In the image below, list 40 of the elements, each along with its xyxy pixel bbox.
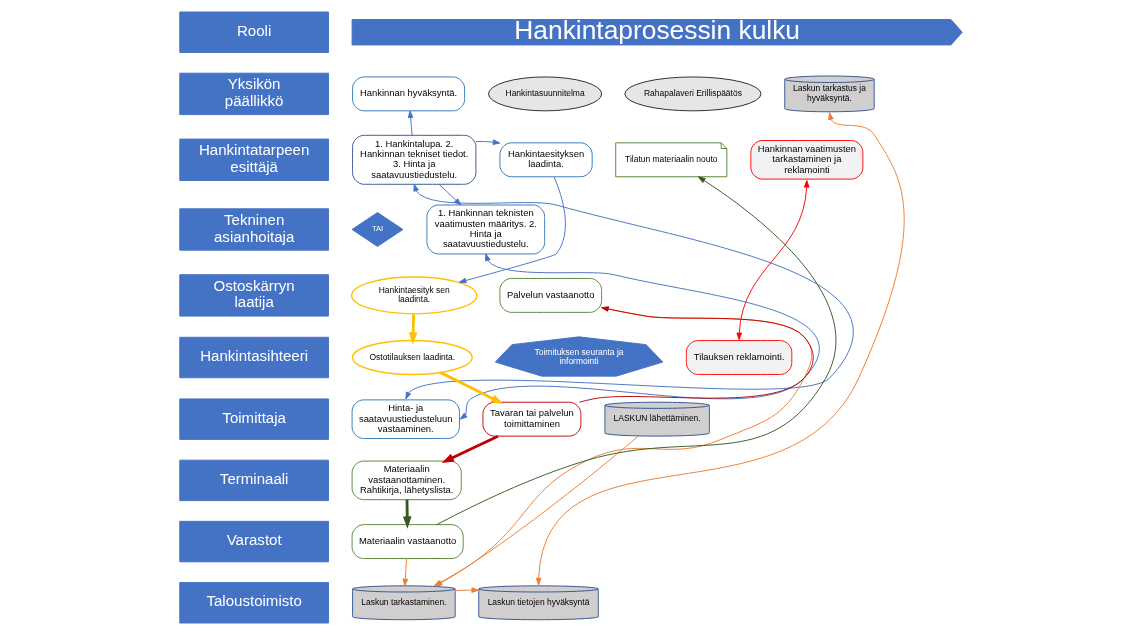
arrow [475, 139, 500, 145]
node-box: Tekninen asianhoitaja [178, 208, 329, 251]
node-box: Ostoskärryn laatija [178, 274, 329, 317]
node-ellipse: Ostotilauksen laadinta. [351, 339, 473, 376]
node-box: Varastot [178, 520, 329, 563]
arrow [459, 253, 820, 420]
node-box: Hankintasihteeri [178, 336, 329, 379]
node-box: 1. Hankintalupa. 2. Hankinnan tekniset tiedot. 3. Hinta ja saatavuustiedustelu. [351, 134, 476, 185]
arrow [454, 587, 479, 593]
node-box: Hankintaesityksen laadinta. [498, 142, 593, 178]
arrow [408, 314, 417, 345]
node-box: 1. Hankinnan teknisten vaatimusten määritys. 2. Hinta ja saatavuustiedustelu. [425, 204, 545, 255]
node-box: Toimittaja [178, 398, 329, 440]
arrow [402, 558, 408, 587]
node-box: Terminaali [178, 459, 329, 502]
node-box: Hinta- ja saatavuustiedusteluun vastaaminen. [351, 399, 460, 439]
node-box: Taloustoimisto [178, 582, 329, 624]
node-box: Hankinnan vaatimusten tarkastaminen ja reklamointi [749, 140, 863, 180]
node-box: Tavaran tai palvelun toimittaminen [482, 401, 581, 437]
node-box: Materiaalin vastaanotto [351, 524, 464, 559]
arrow [441, 434, 499, 463]
node-box: Hankinnan hyväksyntä. [351, 76, 465, 112]
node-ellipse: Hankintasuunnitelma [487, 76, 602, 112]
node-box: Materiaalin vastaanottaminen. Rahtikirja, lähetyslista. [351, 460, 462, 501]
arrow [404, 183, 854, 400]
node-box: Hankintatarpeen esittäjä [178, 138, 329, 181]
node-box: Rooli [178, 11, 329, 53]
node-ellipse: Rahapalaveri Erillispäätös [623, 76, 761, 112]
arrow [736, 180, 809, 341]
arrow [439, 371, 503, 404]
arrow [435, 176, 836, 526]
arrow [458, 176, 566, 284]
node-box: Palvelun vastaanotto [498, 277, 602, 313]
arrow [535, 112, 904, 586]
diagram-title: Hankintaprosessin kulku [513, 14, 800, 45]
arrow [578, 306, 814, 403]
arrow [407, 110, 413, 136]
node-diamond: TAI [351, 212, 403, 247]
node-box: Tilauksen reklamointi. [685, 340, 792, 375]
node-box: Yksikön päällikkö [178, 72, 329, 116]
